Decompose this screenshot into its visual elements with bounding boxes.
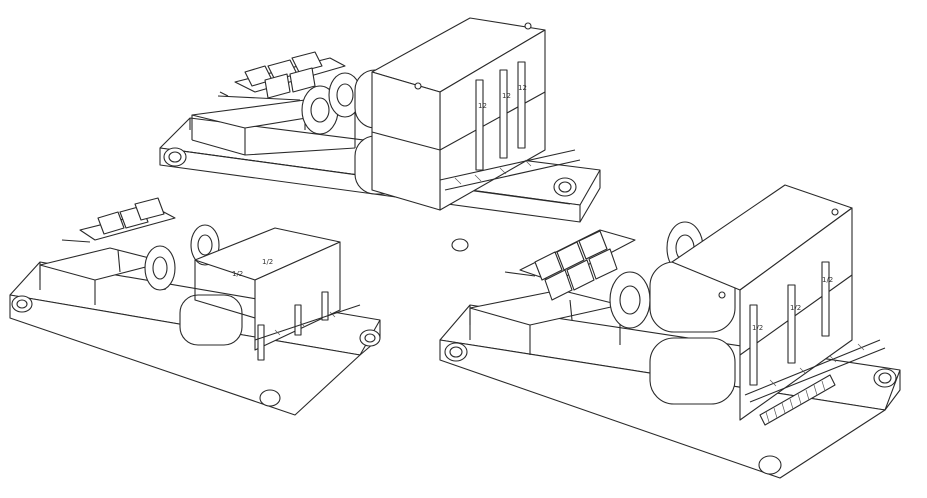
terminal-label: 12 [478,102,487,110]
mounting-hole [451,238,469,252]
unit-top-terminals [439,61,581,191]
mounting-hole [758,455,782,475]
unit-left-relay-bank [61,197,176,273]
terminal-label: 1/2 [232,270,243,278]
coil-core [336,83,354,107]
mounting-hole-inner [558,181,572,193]
unit-right: 1/2 1/2 1/2 [439,184,901,479]
capacitor [649,337,736,405]
unit-left-terminals [254,291,361,361]
coil-core [197,234,213,256]
capacitor [179,294,243,346]
mounting-hole [259,389,281,407]
mounting-hole-inner [364,333,376,343]
coil-core [619,285,641,315]
mounting-hole-inner [168,151,182,163]
unit-left-transformer-box [194,227,341,351]
mounting-hole-inner [449,346,463,358]
coil-core [310,97,330,123]
unit-top-relay-bank [217,51,346,101]
unit-right-heatsink [759,374,836,426]
unit-right-terminals [744,261,886,403]
terminal-label: 1/2 [262,258,273,266]
terminal-label: 1/2 [752,324,763,332]
unit-left: 1/2 1/2 [9,197,381,416]
mounting-hole-inner [16,299,28,309]
unit-right-transformer-box [671,184,853,421]
terminal-label: 1/2 [790,304,801,312]
coil-core [152,256,168,280]
unit-right-relay-bank [504,229,636,321]
unit-top: 12 12 12 [159,17,601,252]
terminal-label: 12 [502,92,511,100]
terminal-label: 12 [518,84,527,92]
terminal-label: 1/2 [822,276,833,284]
mounting-hole-inner [878,372,892,384]
